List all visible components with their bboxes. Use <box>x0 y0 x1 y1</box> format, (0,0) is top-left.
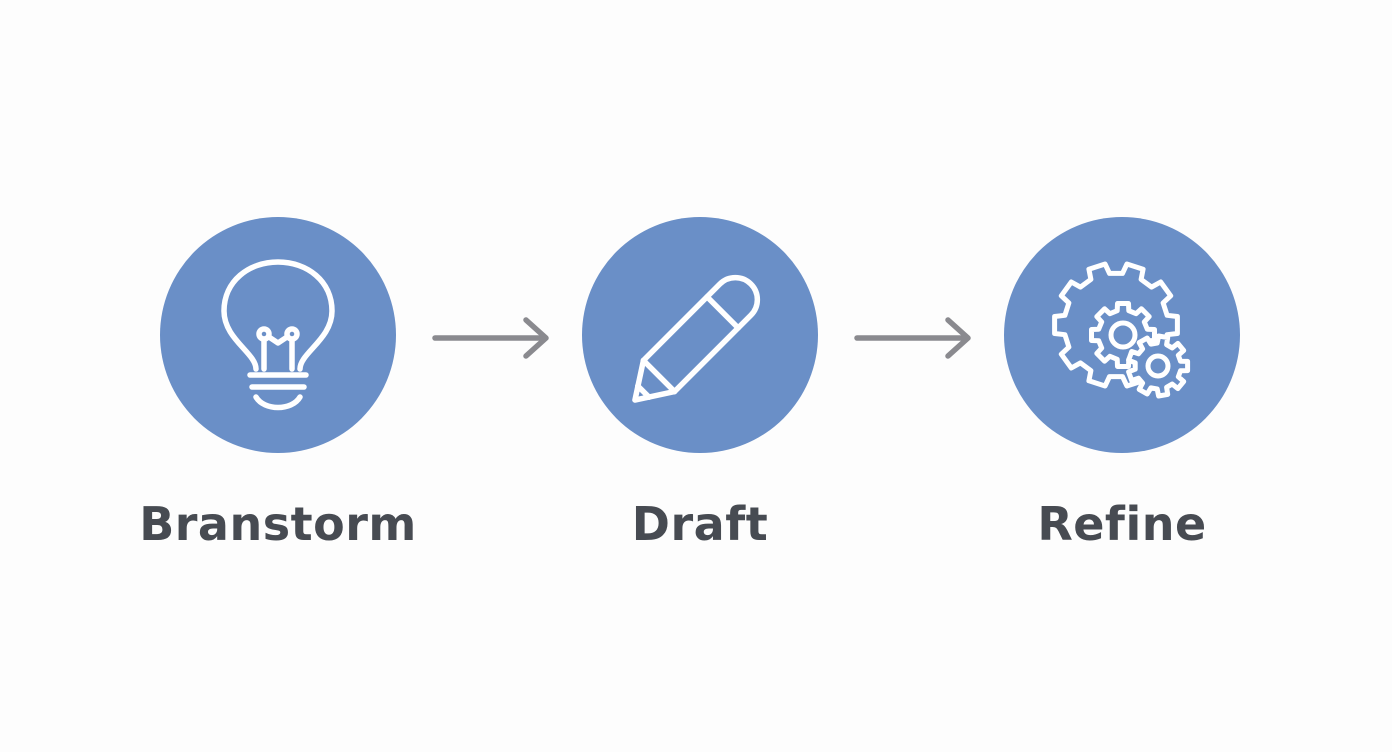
small-gear-outline <box>1126 333 1191 399</box>
lightbulb-icon <box>160 217 396 453</box>
small-gear-hub <box>1145 353 1171 379</box>
step-refine-circle <box>1004 217 1240 453</box>
arrow-right-icon <box>854 317 971 359</box>
step-brainstorm-label: Branstorm <box>139 497 417 551</box>
step-draft-label: Draft <box>631 497 769 551</box>
step-draft-circle <box>582 217 818 453</box>
step-refine-label: Refine <box>1037 497 1207 551</box>
arrow-right-icon <box>432 317 549 359</box>
pencil-icon <box>582 217 818 453</box>
gears-icon <box>1004 217 1240 453</box>
step-brainstorm-circle <box>160 217 396 453</box>
medium-gear-hub <box>1108 320 1138 350</box>
